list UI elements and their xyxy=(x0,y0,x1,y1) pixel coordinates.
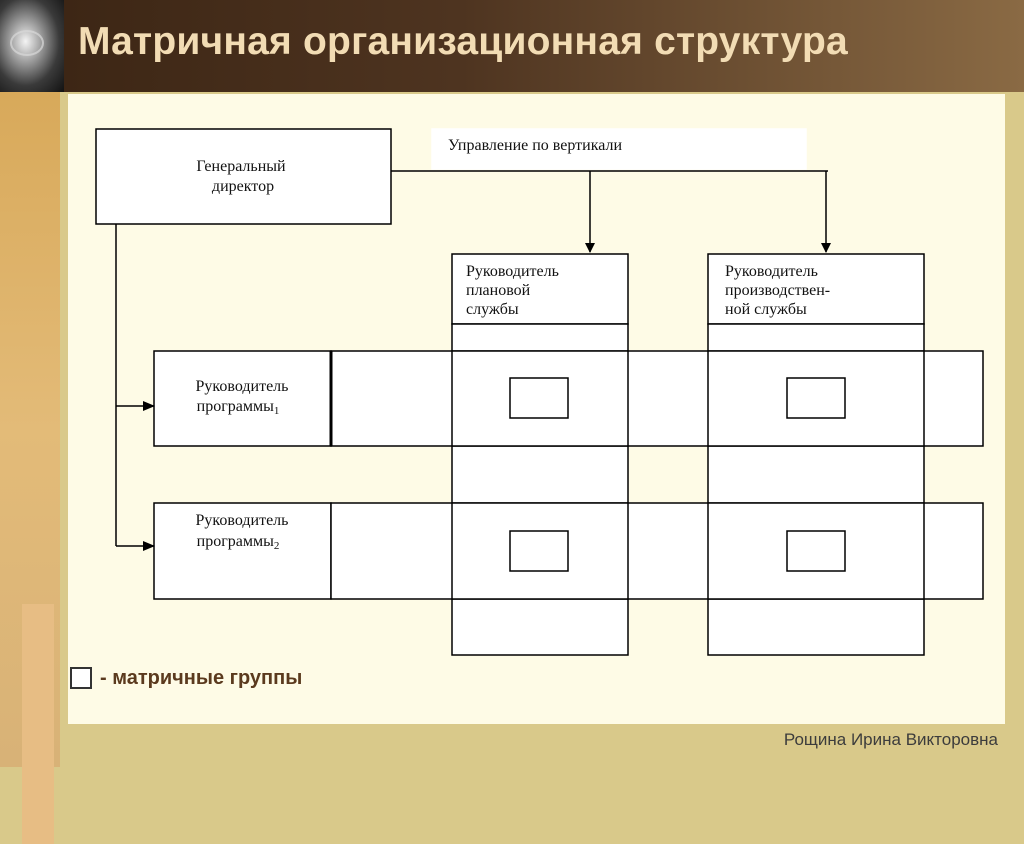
slide-header: Матричная организационная структура xyxy=(0,0,1024,92)
program2-row xyxy=(330,502,984,600)
program1-sub-label: программы1 xyxy=(197,398,280,417)
program1-head-box xyxy=(153,350,332,447)
matrix-group-p2-production xyxy=(786,530,846,572)
program1-row xyxy=(330,350,984,447)
planning-column-gap-1 xyxy=(451,323,629,352)
production-head-label: Руководитель производствен- ной службы xyxy=(725,263,834,318)
left-decor-block xyxy=(22,604,54,844)
general-director-box xyxy=(95,128,392,225)
production-column-gap-2 xyxy=(707,445,925,504)
matrix-group-p1-planning xyxy=(509,377,569,419)
author-name: Рощина Ирина Викторовна xyxy=(783,730,998,749)
header-photo-icon xyxy=(0,0,64,92)
org-diagram: Генеральный директор Управление по верти… xyxy=(95,128,984,656)
production-head-box xyxy=(707,253,925,325)
general-director-label: Генеральный директор xyxy=(196,158,289,195)
vertical-label-box xyxy=(431,128,807,170)
square-outline-icon xyxy=(70,667,92,689)
program2-label: Руководитель xyxy=(196,512,289,529)
matrix-group-p1-production xyxy=(786,377,846,419)
legend-text: - матричные группы xyxy=(100,666,303,689)
planning-head-label: Руководитель плановой службы xyxy=(466,263,563,318)
slide-title: Матричная организационная структура xyxy=(78,20,848,63)
production-column-bottom xyxy=(707,598,925,656)
planning-column-gap-2 xyxy=(451,445,629,504)
program1-label: Руководитель xyxy=(196,378,289,395)
planning-head-box xyxy=(451,253,629,325)
legend: - матричные группы xyxy=(70,664,302,692)
vertical-management-label: Управление по вертикали xyxy=(448,137,622,154)
matrix-group-p2-planning xyxy=(509,530,569,572)
left-decor-strip xyxy=(0,92,60,844)
production-column-gap-1 xyxy=(707,323,925,352)
program2-sub-label: программы2 xyxy=(197,533,280,552)
planning-column-bottom xyxy=(451,598,629,656)
content-panel: Генеральный директор Управление по верти… xyxy=(68,94,1005,724)
